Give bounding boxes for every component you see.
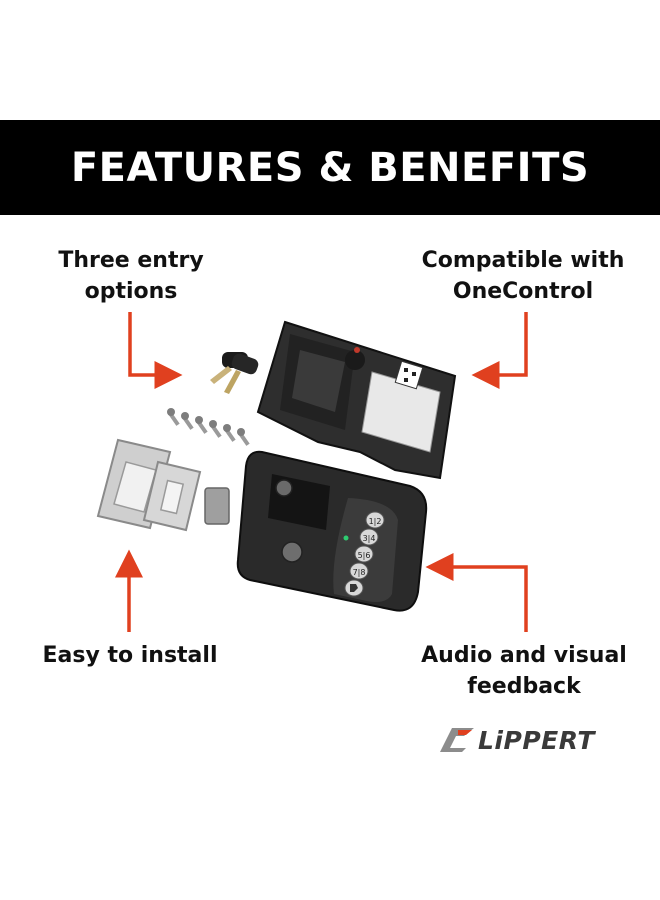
callout-line: options xyxy=(84,279,178,304)
lippert-keypad-icon xyxy=(344,579,364,597)
callout-easy-install: Easy to install xyxy=(34,640,226,671)
callout-line: feedback xyxy=(467,674,581,699)
keypad-button: 3|4 xyxy=(359,528,379,546)
lippert-logo-icon xyxy=(440,728,474,752)
svg-text:1|2: 1|2 xyxy=(369,517,382,526)
callout-line: Audio and visual xyxy=(421,643,627,668)
keys-image xyxy=(210,352,259,394)
keypad: 1|2 3|4 5|6 7|8 xyxy=(344,511,385,597)
interior-handle-image xyxy=(256,320,457,480)
callout-onecontrol: Compatible with OneControl xyxy=(418,245,628,307)
arrow-compat xyxy=(471,312,528,389)
callout-line: Three entry xyxy=(58,248,204,273)
svg-text:3|4: 3|4 xyxy=(363,534,376,543)
title-banner: FEATURES & BENEFITS xyxy=(0,120,660,215)
strike-plates-image xyxy=(96,438,202,532)
keypad-button: 1|2 xyxy=(365,511,385,529)
keypad-button: 7|8 xyxy=(349,562,369,580)
product-image: 1|2 3|4 5|6 7|8 xyxy=(96,320,457,612)
banner-title: FEATURES & BENEFITS xyxy=(70,144,590,191)
callout-line: Easy to install xyxy=(42,643,218,668)
callout-three-entry-options: Three entry options xyxy=(40,245,222,307)
callout-line: Compatible with xyxy=(421,248,625,273)
keypad-button: 5|6 xyxy=(354,545,374,563)
lippert-logo: LiPPERT xyxy=(436,722,632,758)
callout-audio-visual: Audio and visual feedback xyxy=(418,640,630,702)
brand-name: LiPPERT xyxy=(478,725,595,755)
callout-line: OneControl xyxy=(452,279,594,304)
exterior-latch-image xyxy=(204,450,428,612)
svg-text:5|6: 5|6 xyxy=(358,551,371,560)
screws-image xyxy=(167,408,250,446)
svg-text:7|8: 7|8 xyxy=(353,568,366,577)
